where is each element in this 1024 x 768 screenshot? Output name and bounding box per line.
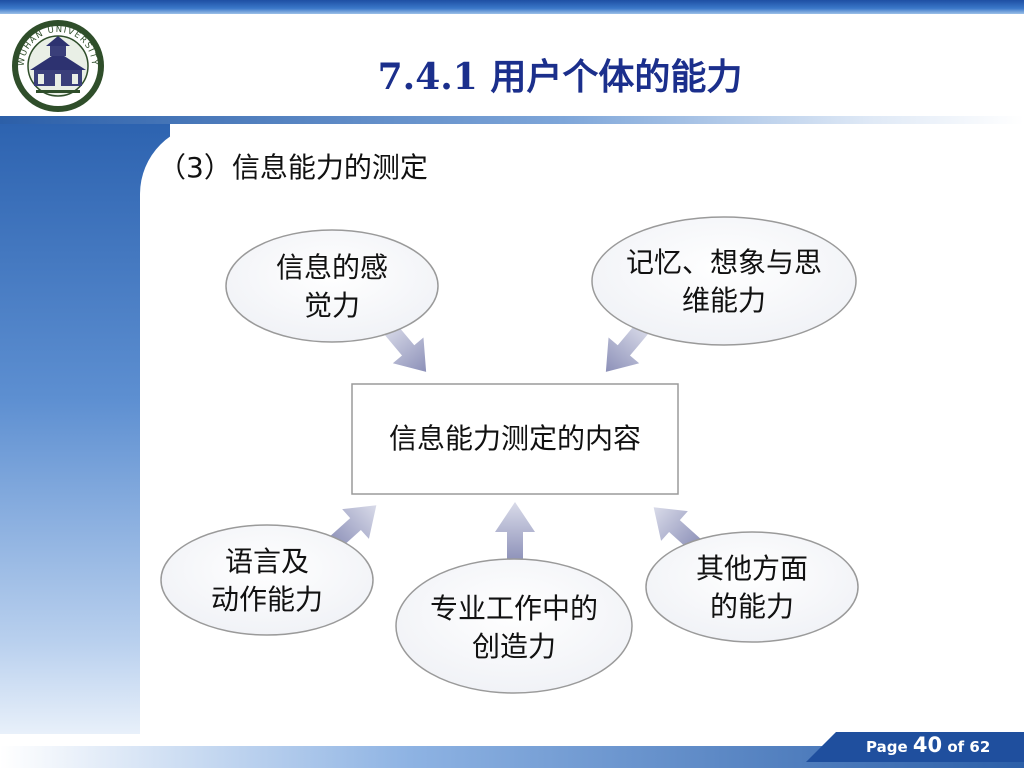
node-memory-line-2: 维能力 (681, 284, 766, 317)
arrow-perception (381, 320, 427, 372)
center-box-label: 信息能力测定的内容 (388, 422, 641, 455)
node-other: 其他方面 的能力 (652, 550, 852, 626)
node-creativity-line-1: 专业工作中的 (429, 592, 598, 625)
arrow-creativity (495, 502, 535, 562)
node-language-line-1: 语言及 (224, 545, 309, 578)
node-creativity: 专业工作中的 创造力 (404, 590, 624, 666)
node-creativity-line-2: 创造力 (471, 630, 556, 663)
page-total: 62 (969, 738, 991, 756)
page-current: 40 (912, 733, 943, 757)
node-other-line-1: 其他方面 (695, 552, 808, 585)
section-title: （3）信息能力的测定 (158, 151, 428, 184)
node-language-line-2: 动作能力 (210, 583, 323, 616)
header-rule (0, 116, 1024, 124)
node-memory-line-1: 记忆、想象与思 (625, 246, 822, 279)
node-other-shape (645, 531, 859, 643)
top-bar (0, 0, 1024, 14)
page-indicator: Page 40 of 62 (866, 733, 990, 757)
node-perception-line-1: 信息的感 (275, 251, 388, 284)
page-word: Page (866, 738, 908, 756)
node-perception-line-2: 觉力 (303, 289, 360, 322)
node-other-line-2: 的能力 (709, 590, 794, 623)
footer-bar (0, 746, 1024, 768)
node-memory: 记忆、想象与思 维能力 (594, 244, 854, 320)
node-language-shape (160, 524, 374, 636)
node-language: 语言及 动作能力 (167, 543, 367, 619)
center-box-shape (351, 383, 679, 495)
slide-title: 7.4.1 用户个体的能力 (377, 56, 743, 98)
node-perception-shape (225, 229, 439, 343)
page-of-word: of (947, 738, 965, 756)
node-memory-shape (591, 216, 857, 346)
node-creativity-shape (395, 558, 633, 694)
header (0, 14, 1024, 118)
university-logo: WUHAN UNIVERSITY (12, 20, 104, 112)
page-number-tab (806, 732, 1024, 762)
node-perception: 信息的感 觉力 (232, 249, 432, 325)
arrow-memory (605, 320, 651, 372)
